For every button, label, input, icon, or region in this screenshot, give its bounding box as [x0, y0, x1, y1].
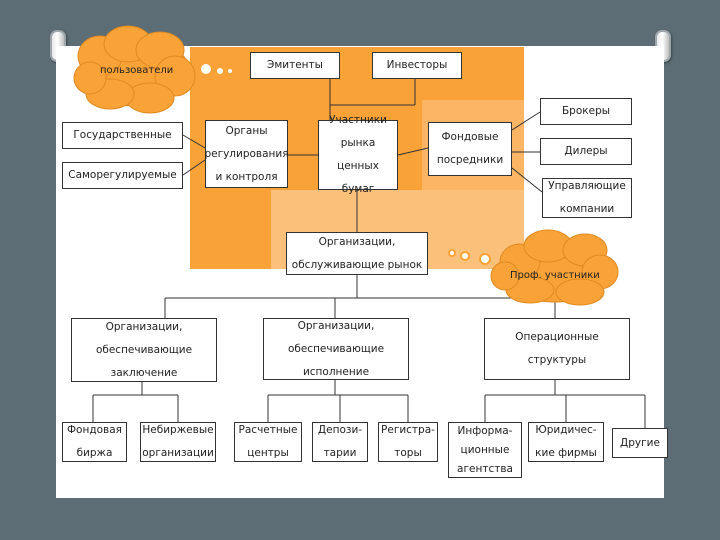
box-info-agencies: Информа- ционные агентства [448, 422, 522, 478]
box-settlement-centers: Расчетные центры [234, 422, 302, 462]
box-investors: Инвесторы [372, 52, 462, 79]
box-stock-exchange: Фондовая биржа [62, 422, 127, 462]
box-operational-structures: Операционные структуры [484, 318, 630, 380]
box-managers: Управляющие компании [542, 178, 632, 218]
cloud-users [73, 25, 196, 114]
box-state: Государственные [62, 122, 183, 149]
box-others: Другие [612, 428, 668, 458]
cloud-professional-participants-label: Проф. участники [510, 270, 600, 281]
box-execution-organizations: Организации, обеспечивающие исполнение [263, 318, 409, 380]
cloud-professional-participants [490, 229, 619, 306]
box-regulators: Органы регулирования и контроля [204, 120, 289, 188]
box-registrars: Регистра- торы [378, 422, 438, 462]
box-sro: Саморегулируемые [62, 162, 183, 189]
box-service-organizations: Организации, обслуживающие рынок [286, 232, 428, 275]
box-conclusion-organizations: Организации, обеспечивающие заключение [71, 318, 217, 382]
box-dealers: Дилеры [540, 138, 632, 165]
box-participants: Участники рынка ценных бумаг [318, 114, 398, 195]
box-brokers: Брокеры [540, 98, 632, 125]
cloud-users-label: пользователи [100, 65, 174, 76]
box-emitters: Эмитенты [250, 52, 340, 79]
box-depositories: Депози- тарии [312, 422, 368, 462]
box-law-firms: Юридичес- кие фирмы [528, 422, 604, 462]
box-intermediaries: Фондовые посредники [428, 122, 512, 176]
box-off-exchange: Небиржевые организации [140, 422, 216, 462]
